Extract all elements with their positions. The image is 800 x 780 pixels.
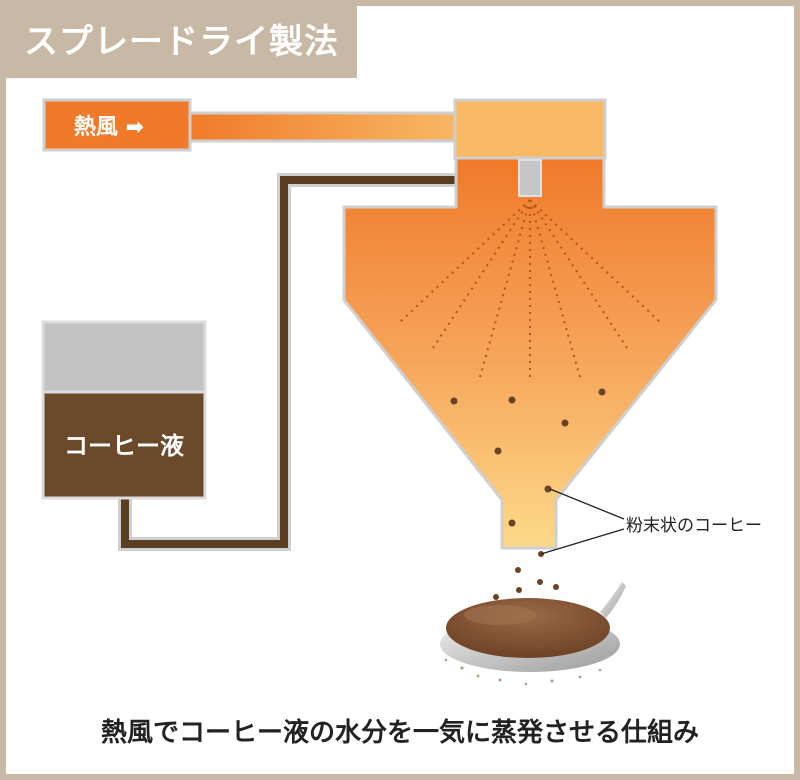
caption: 熱風でコーヒー液の水分を一気に蒸発させる仕組み: [100, 718, 699, 748]
coffee-liquid-tank: コーヒー液: [41, 320, 207, 500]
powder-label: 粉末状のコーヒー: [626, 516, 762, 536]
hot-air-label-box: [42, 98, 192, 152]
hot-air-duct: [184, 111, 460, 143]
coffee-particles: [450, 388, 606, 600]
spoon-icon: [440, 582, 626, 686]
powder-callout: 粉末状のコーヒー: [540, 488, 762, 555]
chamber-head: [453, 98, 607, 160]
hot-air-inlet: 熱風 ➡: [42, 98, 460, 152]
tank-body: [41, 390, 207, 500]
hot-air-label: 熱風 ➡: [74, 114, 144, 140]
spray-nozzle-icon: [518, 159, 542, 197]
spray-pattern: [399, 199, 661, 380]
tank-top: [41, 320, 207, 394]
title-tab: スプレードライ製法: [0, 0, 357, 78]
drying-chamber: [342, 98, 718, 550]
page-title: スプレードライ製法: [24, 22, 339, 62]
coffee-liquid-label: コーヒー液: [64, 432, 184, 460]
chamber-body: [342, 156, 718, 550]
